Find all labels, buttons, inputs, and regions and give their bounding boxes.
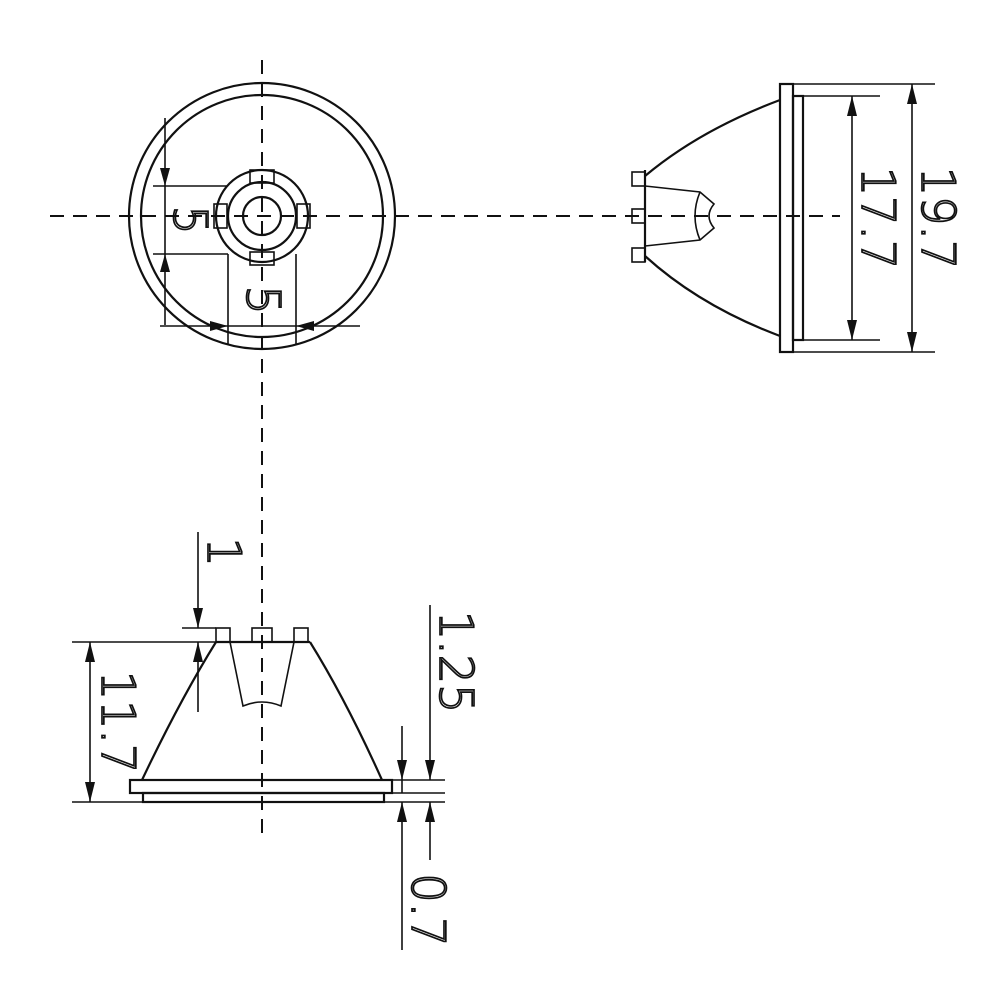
pin-left	[215, 627, 231, 643]
arrow-icon	[847, 320, 857, 340]
arrow-icon	[193, 608, 203, 628]
pin-tab-right	[296, 203, 311, 229]
outer-rim-circle	[127, 81, 397, 351]
pin-tab-left	[213, 203, 228, 229]
inner-rim-circle	[139, 93, 385, 339]
dim-0-7-label: 0.7	[401, 873, 455, 946]
arrow-icon	[397, 802, 407, 822]
cone-body	[644, 98, 781, 338]
pin-bottom	[631, 247, 646, 263]
dim-1-label: 1	[197, 537, 251, 566]
lens-cavity-inner	[694, 191, 701, 241]
arrow-icon	[425, 802, 435, 822]
pin-middle	[631, 208, 646, 224]
arrow-icon	[907, 84, 917, 104]
top-view: 5 5	[50, 60, 840, 840]
lens-cavity	[229, 641, 295, 708]
dim-1-25-label: 1.25	[429, 611, 483, 713]
cone-body	[141, 641, 384, 781]
dim-19-7-label: 19.7	[911, 167, 965, 269]
arrow-icon	[85, 642, 95, 662]
pin-tab-bottom	[249, 251, 275, 266]
arrow-icon	[907, 332, 917, 352]
pin-center	[251, 627, 273, 643]
flange-inner	[791, 94, 805, 342]
pin-tab-top	[249, 169, 275, 184]
flange-outer	[778, 82, 795, 354]
arrow-icon	[85, 782, 95, 802]
pin-top	[631, 171, 646, 187]
arrow-icon	[193, 642, 203, 662]
arrow-icon	[210, 321, 228, 331]
pin-right	[293, 627, 309, 643]
arrow-icon	[397, 760, 407, 780]
dim-17-7-label: 17.7	[851, 167, 905, 269]
side-view: 17.7 19.7	[631, 82, 966, 354]
vertical-slot	[227, 254, 297, 345]
hub-inner-circle	[241, 195, 283, 237]
base-plate	[141, 791, 386, 804]
hub-middle-circle	[226, 180, 298, 252]
arrow-icon	[425, 760, 435, 780]
arrow-icon	[160, 254, 170, 272]
dim-5-vertical-slot-label: 5	[236, 285, 290, 314]
lens-cavity	[644, 185, 716, 247]
front-view: 11.7 1 1.25 0.7	[72, 532, 484, 950]
arrow-icon	[847, 96, 857, 116]
arrow-icon	[296, 321, 314, 331]
dim-5-horizontal-slot-label: 5	[163, 205, 217, 234]
arrow-icon	[160, 168, 170, 186]
dim-11-7-label: 11.7	[91, 671, 145, 773]
